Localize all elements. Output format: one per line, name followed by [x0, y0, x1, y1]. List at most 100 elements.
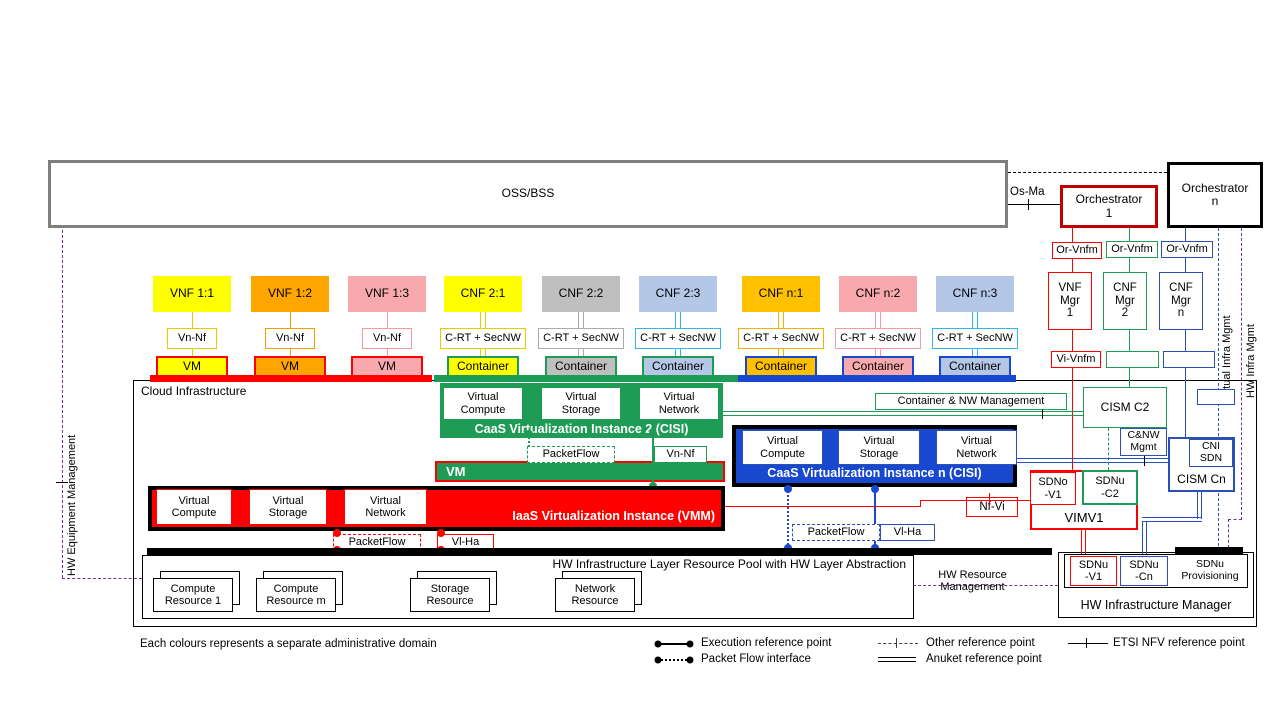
hw-resource-mgmt-line [913, 585, 1058, 586]
orchestrator-1-box: Orchestrator 1 [1060, 185, 1158, 228]
interface-label: Vn-Nf [372, 332, 402, 345]
oss-bss-box: OSS/BSS [48, 160, 1008, 228]
nf-connector-double [578, 349, 584, 357]
legend-execution-dot [654, 640, 662, 648]
nf-vi-line-jog [920, 500, 921, 507]
legend-execution-label: Execution reference point [701, 637, 832, 649]
hw-infra-mgmt-line-jog-v [1228, 519, 1229, 548]
compute-resource-m-label: Compute Resource m [266, 582, 326, 607]
hw-equipment-mgmt-label: HW Equipment Management [66, 434, 78, 576]
red-domain-line [1072, 228, 1073, 472]
interface-label: C-RT + SecNW [543, 332, 619, 345]
nf-connector-double [972, 349, 978, 357]
nf-box-cnf-n-3: CNF n:3 [936, 276, 1014, 312]
caas2-virtual-storage-box: Virtual Storage [541, 387, 621, 420]
packetflow-dot [525, 465, 533, 473]
anuket-line-caasn-cismcn [1017, 458, 1168, 463]
compute-resource-1-box: Compute Resource 1 [153, 578, 233, 612]
vimv1-label: VIMV1 [1064, 509, 1104, 525]
compute-resource-m-box: Compute Resource m [256, 578, 336, 612]
caas-n-label: CaaS Virtualization Instance n (CISI) [767, 466, 982, 480]
vnf-mgr-1-label: VNF Mgr 1 [1058, 281, 1082, 320]
unit-box-vm: VM [351, 356, 423, 377]
hw-infra-mgmt-line [1241, 228, 1242, 520]
vl-ha-label: Vl-Ha [893, 526, 922, 539]
anuket-line-vimv1-sdnuv1 [1081, 530, 1086, 556]
anuket-line-cismcn-h [1142, 517, 1202, 522]
cnw-mgmt-box: C&NW Mgmt [1120, 428, 1167, 456]
nf-box-vnf-1-2: VNF 1:2 [251, 276, 329, 312]
orchestrator-n-box: Orchestrator n [1167, 162, 1263, 228]
interface-box-vn-nf: Vn-Nf [362, 328, 412, 349]
unit-label: VM [281, 358, 299, 373]
nf-connector-double [778, 349, 784, 357]
legend-packetflow-label: Packet Flow interface [701, 653, 811, 665]
execution-dot [437, 529, 445, 537]
legend-packetflow-line [657, 659, 691, 661]
sdnu-c2-box: SDNu -C2 [1082, 470, 1138, 505]
cnf-mgr-n-box: CNF Mgr n [1159, 272, 1203, 330]
interface-label: C-RT + SecNW [743, 332, 819, 345]
unit-box-container: Container [545, 356, 617, 377]
caas-2-label: CaaS Virtualization Instance 2 (CISI) [474, 421, 689, 436]
interface-box-crt-secnw: C-RT + SecNW [932, 328, 1018, 349]
vl-ha-label: Vl-Ha [451, 536, 480, 549]
vm-layer-label: VM [446, 464, 466, 479]
vn-nf-label: Vn-Nf [666, 448, 695, 461]
virtual-network-label: Virtual Network [658, 391, 700, 416]
sdnu-v1-box: SDNu -V1 [1070, 556, 1117, 586]
legend-execution-line [657, 643, 691, 645]
cism-c2-label: CISM C2 [1100, 399, 1150, 414]
virtual-infra-mgmt-line [1218, 228, 1219, 546]
virtual-storage-label: Virtual Storage [859, 435, 899, 460]
unit-label: Container [456, 358, 510, 373]
anuket-line-cismcn-v2 [1142, 521, 1147, 555]
vn-nf-box-green: Vn-Nf [654, 446, 707, 463]
hw-resource-mgmt-label: HW Resource Management [938, 568, 1007, 593]
compute-resource-1-label: Compute Resource 1 [164, 582, 222, 607]
execution-conn-caas2-iaas [652, 433, 654, 486]
etsi-tick-os-ma [1028, 199, 1029, 210]
unit-label: Container [554, 358, 608, 373]
packetflow-dot [333, 529, 341, 537]
cism-cn-label: CISM Cn [1177, 472, 1226, 487]
packetflow-box-blue: PacketFlow [792, 524, 880, 541]
container-platform-blue [738, 375, 1016, 382]
interface-box-vn-nf: Vn-Nf [265, 328, 315, 349]
legend-etsi-tick [1086, 638, 1087, 648]
virtual-network-label: Virtual Network [365, 494, 406, 519]
interface-box-crt-secnw: C-RT + SecNW [440, 328, 526, 349]
nf-vi-line-a [725, 506, 920, 507]
nf-label: VNF 1:3 [364, 286, 409, 301]
cni-sdn-label: CNI SDN [1199, 440, 1223, 464]
cnf-mgr-2-box: CNF Mgr 2 [1103, 272, 1147, 330]
sdnu-cn-label: SDNu -Cn [1129, 558, 1159, 583]
orchestrator-1-label: Orchestrator 1 [1075, 192, 1143, 220]
nf-box-vnf-1-3: VNF 1:3 [348, 276, 426, 312]
sdnu-provisioning-label: SDNu Provisioning [1181, 558, 1239, 582]
orchestrator-n-label: Orchestrator n [1181, 180, 1249, 208]
cnw-mgmt-label: C&NW Mgmt [1127, 429, 1160, 453]
green-dashed-cismc2-sdnuc2 [1108, 428, 1109, 470]
nf-vi-label: Nf-Vi [979, 500, 1005, 513]
nf-box-cnf-n-1: CNF n:1 [742, 276, 820, 312]
virtual-storage-label: Virtual Storage [561, 391, 601, 416]
legend-packetflow-dot [686, 656, 694, 664]
legend-other-tick [896, 638, 897, 648]
nf-label: CNF n:3 [952, 286, 998, 301]
legend-etsi-label: ETSI NFV reference point [1113, 637, 1245, 649]
interface-label: Vn-Nf [275, 332, 305, 345]
or-vnfm-box-cnfn: Or-Vnfm [1161, 241, 1213, 258]
nf-vi-line-b [920, 500, 1030, 501]
virtual-compute-label: Virtual Compute [460, 391, 506, 416]
unit-box-container: Container [642, 356, 714, 377]
nf-connector [192, 312, 193, 328]
storage-resource-label: Storage Resource [426, 582, 474, 607]
nf-connector-double [875, 312, 881, 328]
virtual-compute-label: Virtual Compute [760, 435, 805, 460]
iaas-box [148, 486, 725, 531]
nf-label: CNF n:2 [855, 286, 901, 301]
container-platform-green [434, 375, 738, 382]
iaas-virtual-network-box: Virtual Network [344, 489, 427, 525]
legend-anuket-label: Anuket reference point [926, 653, 1042, 665]
